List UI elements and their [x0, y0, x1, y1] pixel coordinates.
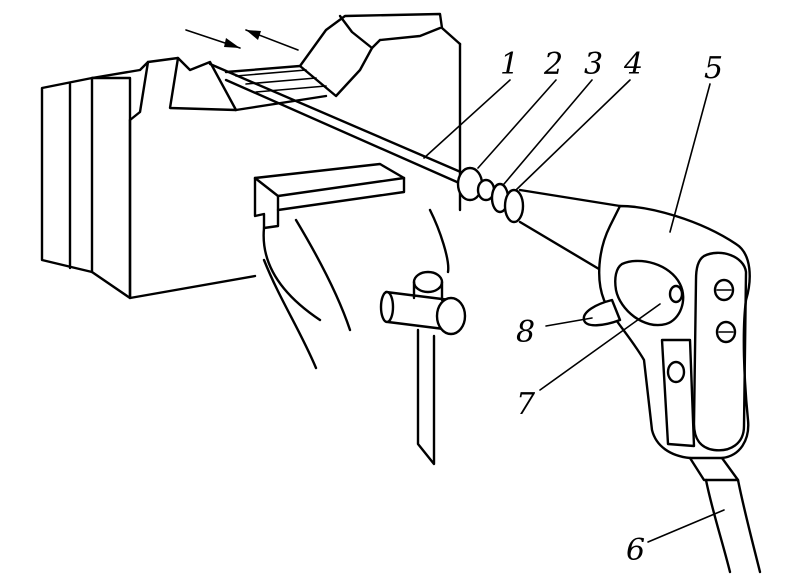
pin-knob — [412, 270, 444, 294]
handle-collar — [688, 456, 740, 482]
part-labels: 1 2 3 4 5 6 7 8 — [500, 47, 723, 568]
pin-stem — [416, 328, 436, 466]
motion-arrows — [185, 29, 299, 51]
label-4: 4 — [623, 47, 643, 82]
air-hose — [704, 478, 762, 574]
nose-bottom — [518, 220, 606, 274]
trigger-lever — [582, 298, 622, 327]
block-left-panel — [40, 76, 94, 274]
leader-8 — [545, 317, 593, 327]
clamp-jaw — [253, 162, 450, 370]
block-front-strip — [90, 76, 132, 300]
block-notch-left — [128, 60, 150, 122]
rod — [208, 62, 472, 188]
tool-body — [582, 204, 751, 482]
leader-lines — [423, 79, 725, 543]
label-6: 6 — [626, 533, 645, 568]
label-8: 8 — [516, 315, 535, 350]
rod-bottom-edge — [224, 78, 468, 188]
tool-nose — [518, 188, 622, 274]
jaw-curve-low — [262, 258, 318, 370]
arrow-left-head — [246, 30, 261, 40]
block-rear-groove-edge — [338, 14, 374, 50]
label-2: 2 — [543, 47, 563, 82]
jaw-top — [253, 162, 406, 198]
leader-1 — [423, 79, 511, 159]
nose-top — [518, 188, 622, 208]
label-5: 5 — [704, 51, 723, 86]
part-4-ring — [503, 188, 525, 224]
groove-shading — [235, 69, 327, 93]
guide-pin — [379, 270, 467, 466]
valve-knob — [668, 284, 684, 304]
leader-3 — [503, 79, 593, 185]
collet-assembly — [456, 166, 525, 224]
leader-4 — [515, 79, 631, 191]
jaw-side — [276, 176, 406, 212]
jaw-front — [253, 176, 280, 230]
tool-side-panel — [692, 251, 748, 452]
jaw-curve-left — [262, 226, 322, 322]
window-button — [666, 360, 686, 384]
leader-7 — [539, 303, 661, 391]
hose-right-edge — [736, 478, 762, 574]
block-front-bottom — [128, 118, 257, 300]
tool-window — [660, 338, 696, 448]
pin-knob-neck — [412, 280, 444, 302]
leader-6 — [647, 509, 725, 543]
leader-2 — [477, 79, 557, 169]
label-3: 3 — [584, 47, 603, 82]
hose-left-edge — [704, 478, 732, 574]
arrow-right-head — [224, 38, 240, 48]
block-rear-top — [224, 12, 462, 74]
jaw-curve-mid — [294, 218, 352, 332]
jaw-curve-right — [428, 208, 450, 274]
label-1: 1 — [500, 47, 519, 82]
valve-cap — [614, 259, 685, 327]
pin-end-left — [379, 290, 395, 324]
leader-5 — [669, 83, 711, 233]
block-notch-face — [168, 56, 238, 112]
rod-top-edge — [208, 62, 472, 178]
pin-end-right — [435, 296, 467, 336]
label-7: 7 — [516, 387, 536, 422]
